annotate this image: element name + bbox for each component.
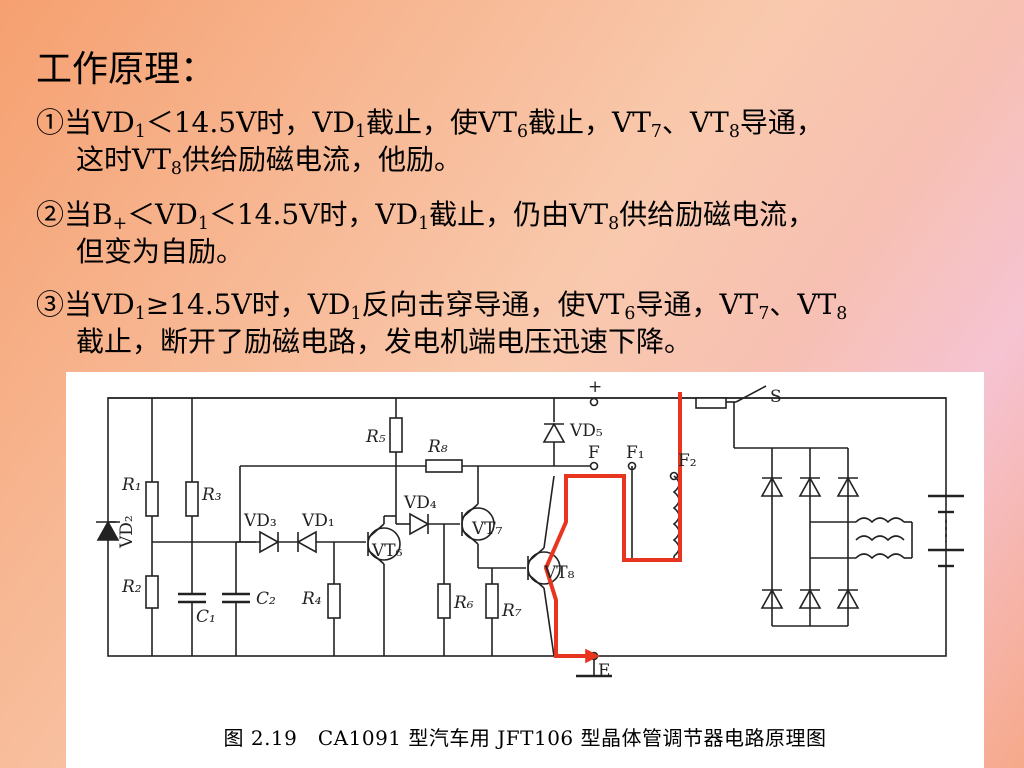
label-vt8: VT₈ xyxy=(543,563,575,583)
stator-winding xyxy=(855,553,905,560)
rectifier-diode xyxy=(836,476,860,497)
item-marker: ② xyxy=(36,198,65,231)
label-c2: C₂ xyxy=(256,589,276,609)
resistor-r4 xyxy=(327,583,341,619)
resistor-r3 xyxy=(185,481,199,517)
figure-caption: 图 2.19 CA1091 型汽车用 JFT106 型晶体管调节器电路原理图 xyxy=(223,726,827,750)
label-f: F xyxy=(588,443,600,463)
label-r4: R₄ xyxy=(301,589,322,609)
item-line-1: 当VD1≥14.5V时，VD1反向击穿导通，使VT6导通，VT7、VT8 xyxy=(64,288,848,324)
item-line-1: 当B+＜VD1＜14.5V时，VD1截止，仍由VT8供给励磁电流， xyxy=(64,198,816,234)
excitation-current-path xyxy=(543,392,682,658)
label-f1: F₁ xyxy=(626,443,645,463)
label-r3: R₃ xyxy=(201,485,222,505)
stator-winding xyxy=(855,535,905,542)
label-r7: R₇ xyxy=(501,601,522,621)
current-arrow-icon xyxy=(585,648,600,664)
item-marker: ① xyxy=(36,106,65,139)
slide-title: 工作原理： xyxy=(36,49,217,90)
label-c1: C₁ xyxy=(196,607,216,627)
item-marker: ③ xyxy=(36,288,65,321)
label-vd1: VD₁ xyxy=(301,511,335,531)
label-r2: R₂ xyxy=(121,577,142,597)
label-vd4: VD₄ xyxy=(403,493,437,513)
item-line-2: 这时VT8供给励磁电流，他励。 xyxy=(76,143,462,179)
principle-item-1: ①当VD1＜14.5V时，VD1截止，使VT6截止，VT7、VT8导通， 这时V… xyxy=(36,104,996,178)
stator-winding xyxy=(855,517,905,524)
rectifier-diode xyxy=(760,476,784,497)
rectifier-diode xyxy=(798,588,822,609)
rectifier-diode xyxy=(798,476,822,497)
switch-s xyxy=(735,385,767,403)
resistor-r1 xyxy=(145,481,159,517)
label-vd2: VD₂ xyxy=(117,515,137,549)
principle-item-2: ②当B+＜VD1＜14.5V时，VD1截止，仍由VT8供给励磁电流， 但变为自励… xyxy=(36,196,996,270)
label-r8: R₈ xyxy=(427,437,448,457)
resistor-r2 xyxy=(145,575,159,609)
circuit-schematic: + S VD₅ R₅ R₈ F F₁ F₂ R₁ R₃ VD₂ VD₃ VD₁ … xyxy=(96,377,964,681)
item-line-1: 当VD1＜14.5V时，VD1截止，使VT6截止，VT7、VT8导通， xyxy=(64,106,824,142)
label-vt6: VT₆ xyxy=(371,541,403,561)
terminal-f xyxy=(589,461,599,471)
label-vd3: VD₃ xyxy=(243,511,277,531)
label-plus: + xyxy=(588,377,602,397)
resistor-r5 xyxy=(389,417,403,453)
resistor-r6 xyxy=(437,583,451,619)
item-line-2: 截止，断开了励磁电路，发电机端电压迅速下降。 xyxy=(76,325,693,358)
resistor-r7 xyxy=(485,583,499,619)
label-f2: F₂ xyxy=(678,451,697,471)
label-vt7: VT₇ xyxy=(471,519,503,539)
outer-wire-frame xyxy=(107,397,947,657)
label-r6: R₆ xyxy=(453,593,474,613)
principle-item-3: ③当VD1≥14.5V时，VD1反向击穿导通，使VT6导通，VT7、VT8 截止… xyxy=(36,286,996,360)
label-r5: R₅ xyxy=(365,427,386,447)
rectifier-diode xyxy=(760,588,784,609)
fuse xyxy=(695,397,727,409)
label-r1: R₁ xyxy=(121,475,142,495)
zener-vd2-icon xyxy=(96,520,120,541)
diode-vd1-icon xyxy=(296,530,317,554)
item-line-2: 但变为自励。 xyxy=(76,235,245,268)
circuit-diagram: + S VD₅ R₅ R₈ F F₁ F₂ R₁ R₃ VD₂ VD₃ VD₁ … xyxy=(66,372,984,768)
diode-vd3-icon xyxy=(259,530,280,554)
rectifier-diode xyxy=(836,588,860,609)
resistor-r8 xyxy=(425,459,463,473)
label-e: E xyxy=(598,661,610,681)
terminal-plus xyxy=(589,397,599,407)
diode-vd5-icon xyxy=(542,422,566,443)
diode-vd4-icon xyxy=(409,512,430,536)
label-s: S xyxy=(770,387,782,407)
label-vd5: VD₅ xyxy=(569,421,603,441)
